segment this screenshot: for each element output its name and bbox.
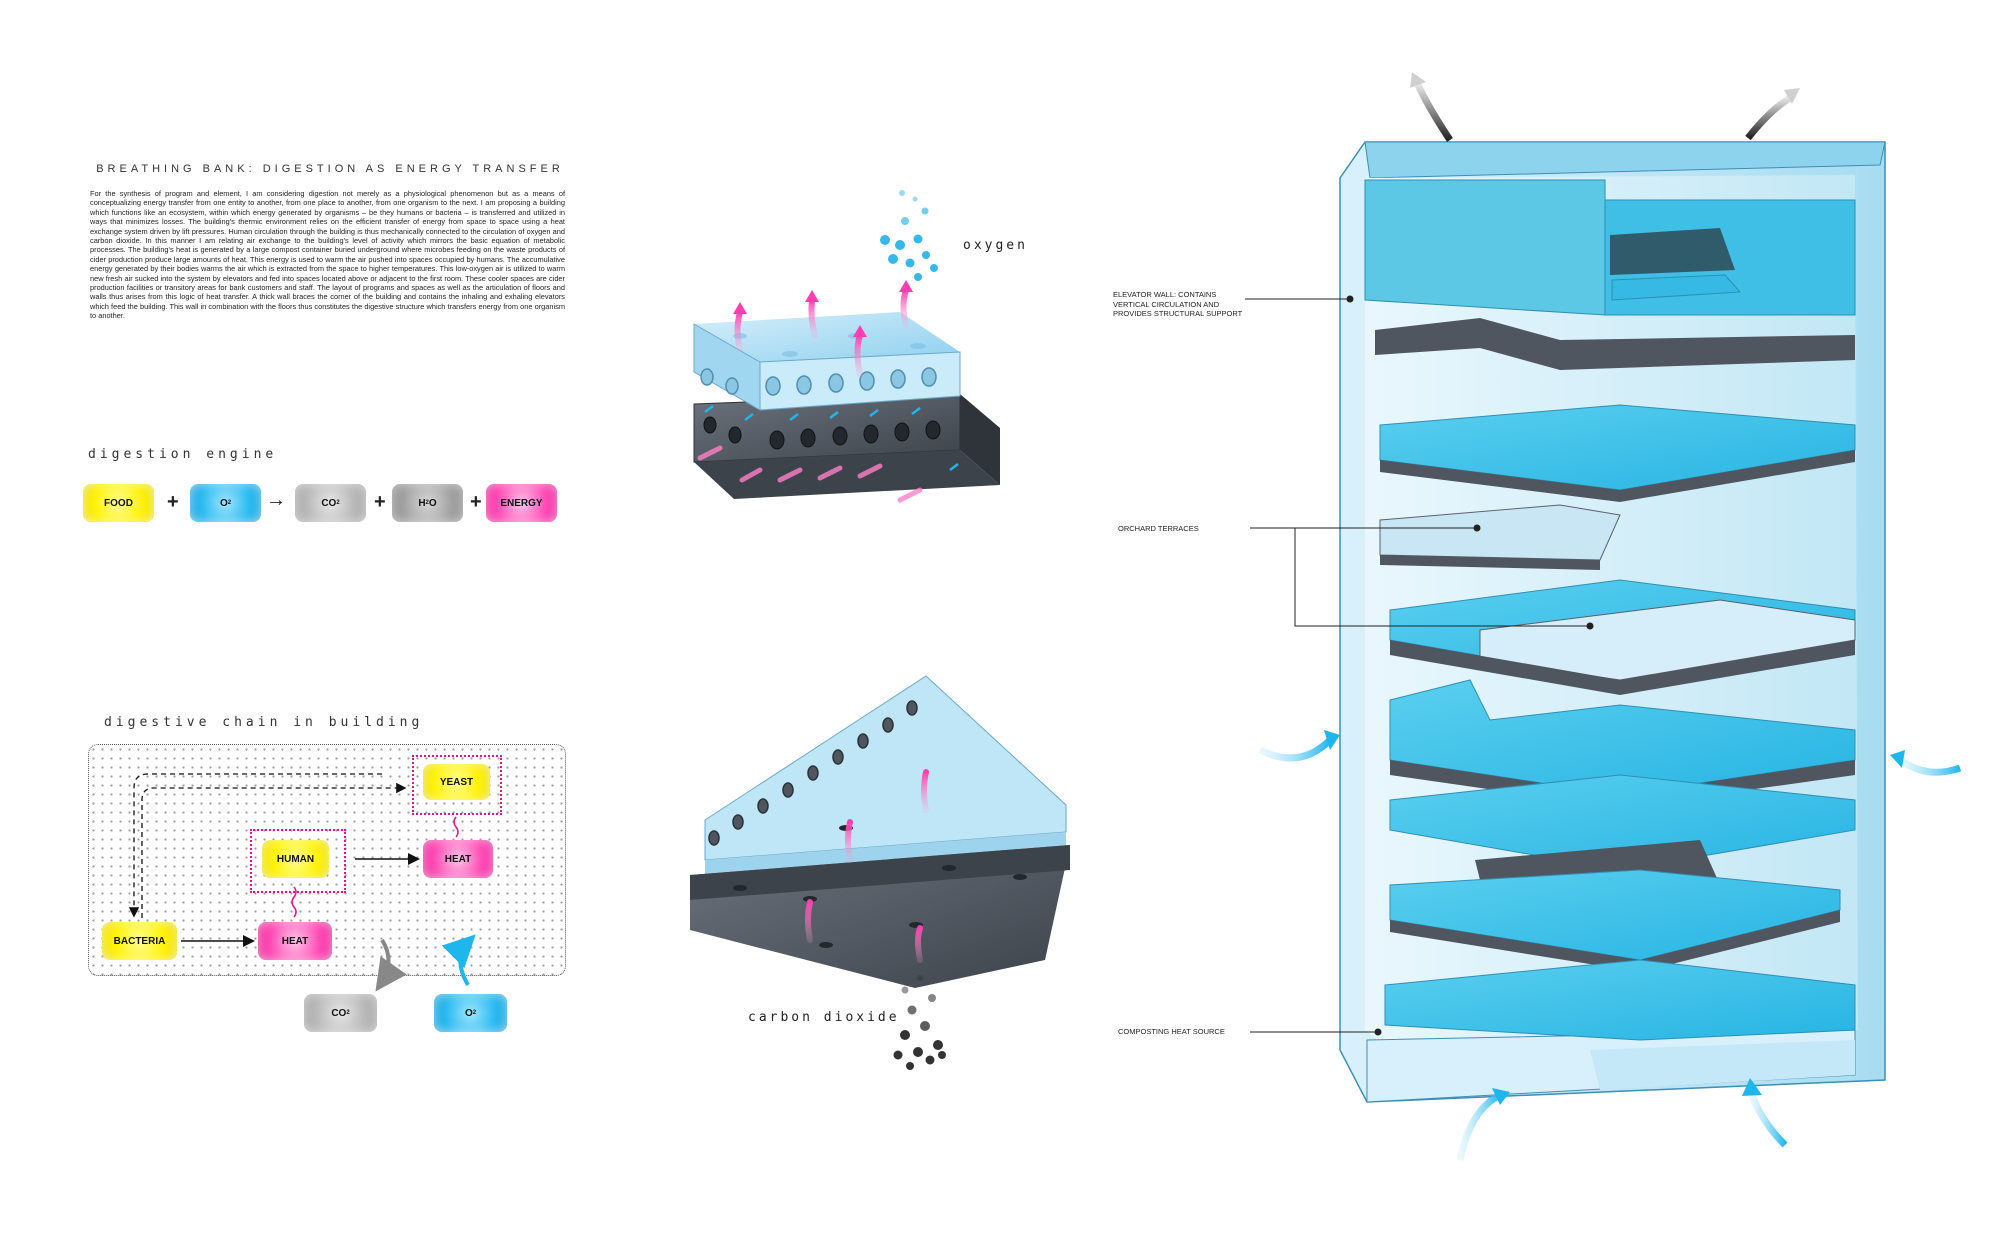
airflow-arrows xyxy=(1258,72,1962,1161)
food-label: FOOD xyxy=(104,497,133,509)
human-label: HUMAN xyxy=(276,853,315,865)
dark-slab-bottom xyxy=(694,450,1000,499)
h-label: H xyxy=(418,497,426,509)
chain-o2-subscript: 2 xyxy=(472,1010,477,1016)
energy-box: ENERGY xyxy=(486,484,557,522)
heat-box-top: HEAT xyxy=(423,840,493,878)
lower-slab-assembly xyxy=(690,675,1070,1070)
light-slab-underside xyxy=(704,675,1067,861)
heat-box-bottom: HEAT xyxy=(258,922,332,960)
squiggle-heat-yeast xyxy=(453,816,459,838)
page-title: BREATHING BANK: DIGESTION AS ENERGY TRAN… xyxy=(96,163,564,175)
energy-label: ENERGY xyxy=(500,497,543,509)
warm-air-arrows xyxy=(734,287,909,378)
top-floor-box xyxy=(1364,179,1606,316)
plus-sign: + xyxy=(470,491,482,513)
heat-top-label: HEAT xyxy=(444,853,472,865)
arrow-yeast-bacteria xyxy=(128,773,382,918)
digestion-engine-heading: digestion engine xyxy=(88,447,278,462)
plus-sign: + xyxy=(374,491,386,513)
elevator-wall-label: ELEVATOR WALL: CONTAINS VERTICAL CIRCULA… xyxy=(1113,290,1243,318)
dark-slab-side xyxy=(960,394,1000,485)
food-box: FOOD xyxy=(83,484,154,522)
chain-o2-label: O xyxy=(464,1007,473,1019)
o-label: O xyxy=(428,497,437,509)
composting-heat-label: COMPOSTING HEAT SOURCE xyxy=(1118,1027,1225,1036)
chain-co2-subscript: 2 xyxy=(346,1010,350,1016)
light-slab-top xyxy=(694,312,960,362)
heat-bottom-label: HEAT xyxy=(281,935,309,947)
carbon-dioxide-particles xyxy=(893,975,946,1070)
orchard-terrace xyxy=(1379,504,1621,561)
floor-plate xyxy=(1389,774,1856,871)
human-box: HUMAN xyxy=(262,840,329,878)
oxygen-label: oxygen xyxy=(963,238,1028,253)
o2-subscript: 2 xyxy=(227,500,232,506)
composting-floor xyxy=(1384,959,1856,1041)
orchard-terraces-label: ORCHARD TERRACES xyxy=(1118,524,1199,533)
arrow-right: → xyxy=(266,489,286,511)
co2-label: CO xyxy=(321,497,337,509)
plus-sign: + xyxy=(167,491,179,513)
squiggle-heat-human xyxy=(291,886,297,918)
lower-slab-vents xyxy=(703,416,941,450)
yeast-label: YEAST xyxy=(439,776,474,788)
oxygen-particles xyxy=(880,190,938,281)
yeast-outline xyxy=(412,755,502,815)
o2-intake-arrow xyxy=(441,934,476,987)
floor-plate xyxy=(1375,318,1855,370)
leader-lines xyxy=(1245,295,1594,1036)
bacteria-box: BACTERIA xyxy=(102,922,177,960)
arrow-bacteria-yeast xyxy=(141,782,407,918)
dark-slab-front xyxy=(694,394,960,462)
chain-co2-label: CO xyxy=(331,1007,347,1019)
co2-exhaust-arrow xyxy=(375,938,407,992)
floor-plates xyxy=(1375,318,1856,1041)
bacteria-label: BACTERIA xyxy=(113,935,166,947)
co2-subscript: 2 xyxy=(336,500,340,506)
upper-slab-assembly xyxy=(693,190,1000,503)
yeast-box: YEAST xyxy=(423,764,490,800)
carbon-dioxide-label: carbon dioxide xyxy=(748,1010,900,1025)
o2-label: O xyxy=(219,497,228,509)
h2o-subscript: 2 xyxy=(425,500,429,506)
upper-slab-vents xyxy=(700,367,937,396)
project-description: For the synthesis of program and element… xyxy=(90,189,565,321)
human-outline xyxy=(250,829,346,893)
digestive-chain-heading: digestive chain in building xyxy=(104,715,424,730)
